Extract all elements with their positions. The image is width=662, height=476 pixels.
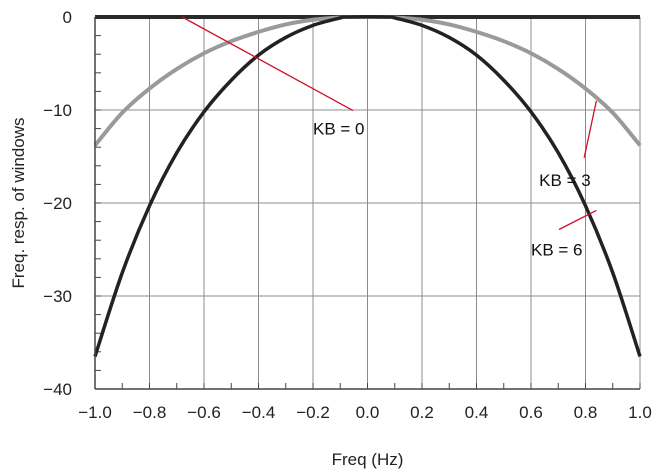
y-tick-label: −30 [43,287,72,306]
y-tick-label: −40 [43,380,72,399]
annotation-pointer-kb6 [558,209,597,231]
x-axis-title: Freq (Hz) [332,450,404,469]
x-tick-label: 0.4 [465,403,489,422]
x-tick-label: −0.2 [296,403,330,422]
x-tick-label: 0.2 [410,403,434,422]
x-tick-label: 0.8 [574,403,598,422]
annotation-pointer-kb3 [583,100,598,158]
annotation-label-kb0: KB = 0 [313,120,365,139]
y-axis-title: Freq. resp. of windows [9,117,28,288]
x-tick-label: −0.4 [242,403,276,422]
x-tick-label: −0.8 [133,403,167,422]
annotation-label-kb3: KB = 3 [539,171,591,190]
annotation-label-kb6: KB = 6 [531,241,583,260]
x-tick-label: −0.6 [187,403,221,422]
y-tick-label: −20 [43,194,72,213]
y-tick-label: −10 [43,101,72,120]
x-tick-label: 0.6 [519,403,543,422]
x-tick-label: 1.0 [628,403,652,422]
x-tick-label: 0.0 [356,403,380,422]
x-tick-labels: −1.0 −0.8 −0.6 −0.4 −0.2 0.0 0.2 0.4 0.6 0.8 1.0 [78,403,652,422]
annotation-layer: KB = 0 KB = 3 KB = 6 [181,16,598,260]
y-tick-label: 0 [63,8,72,27]
annotation-pointer-kb0 [181,16,354,112]
y-tick-labels: 0 −10 −20 −30 −40 [43,8,72,399]
series-layer [93,14,642,357]
series-line-kb6 [93,15,642,357]
x-tick-label: −1.0 [78,403,112,422]
